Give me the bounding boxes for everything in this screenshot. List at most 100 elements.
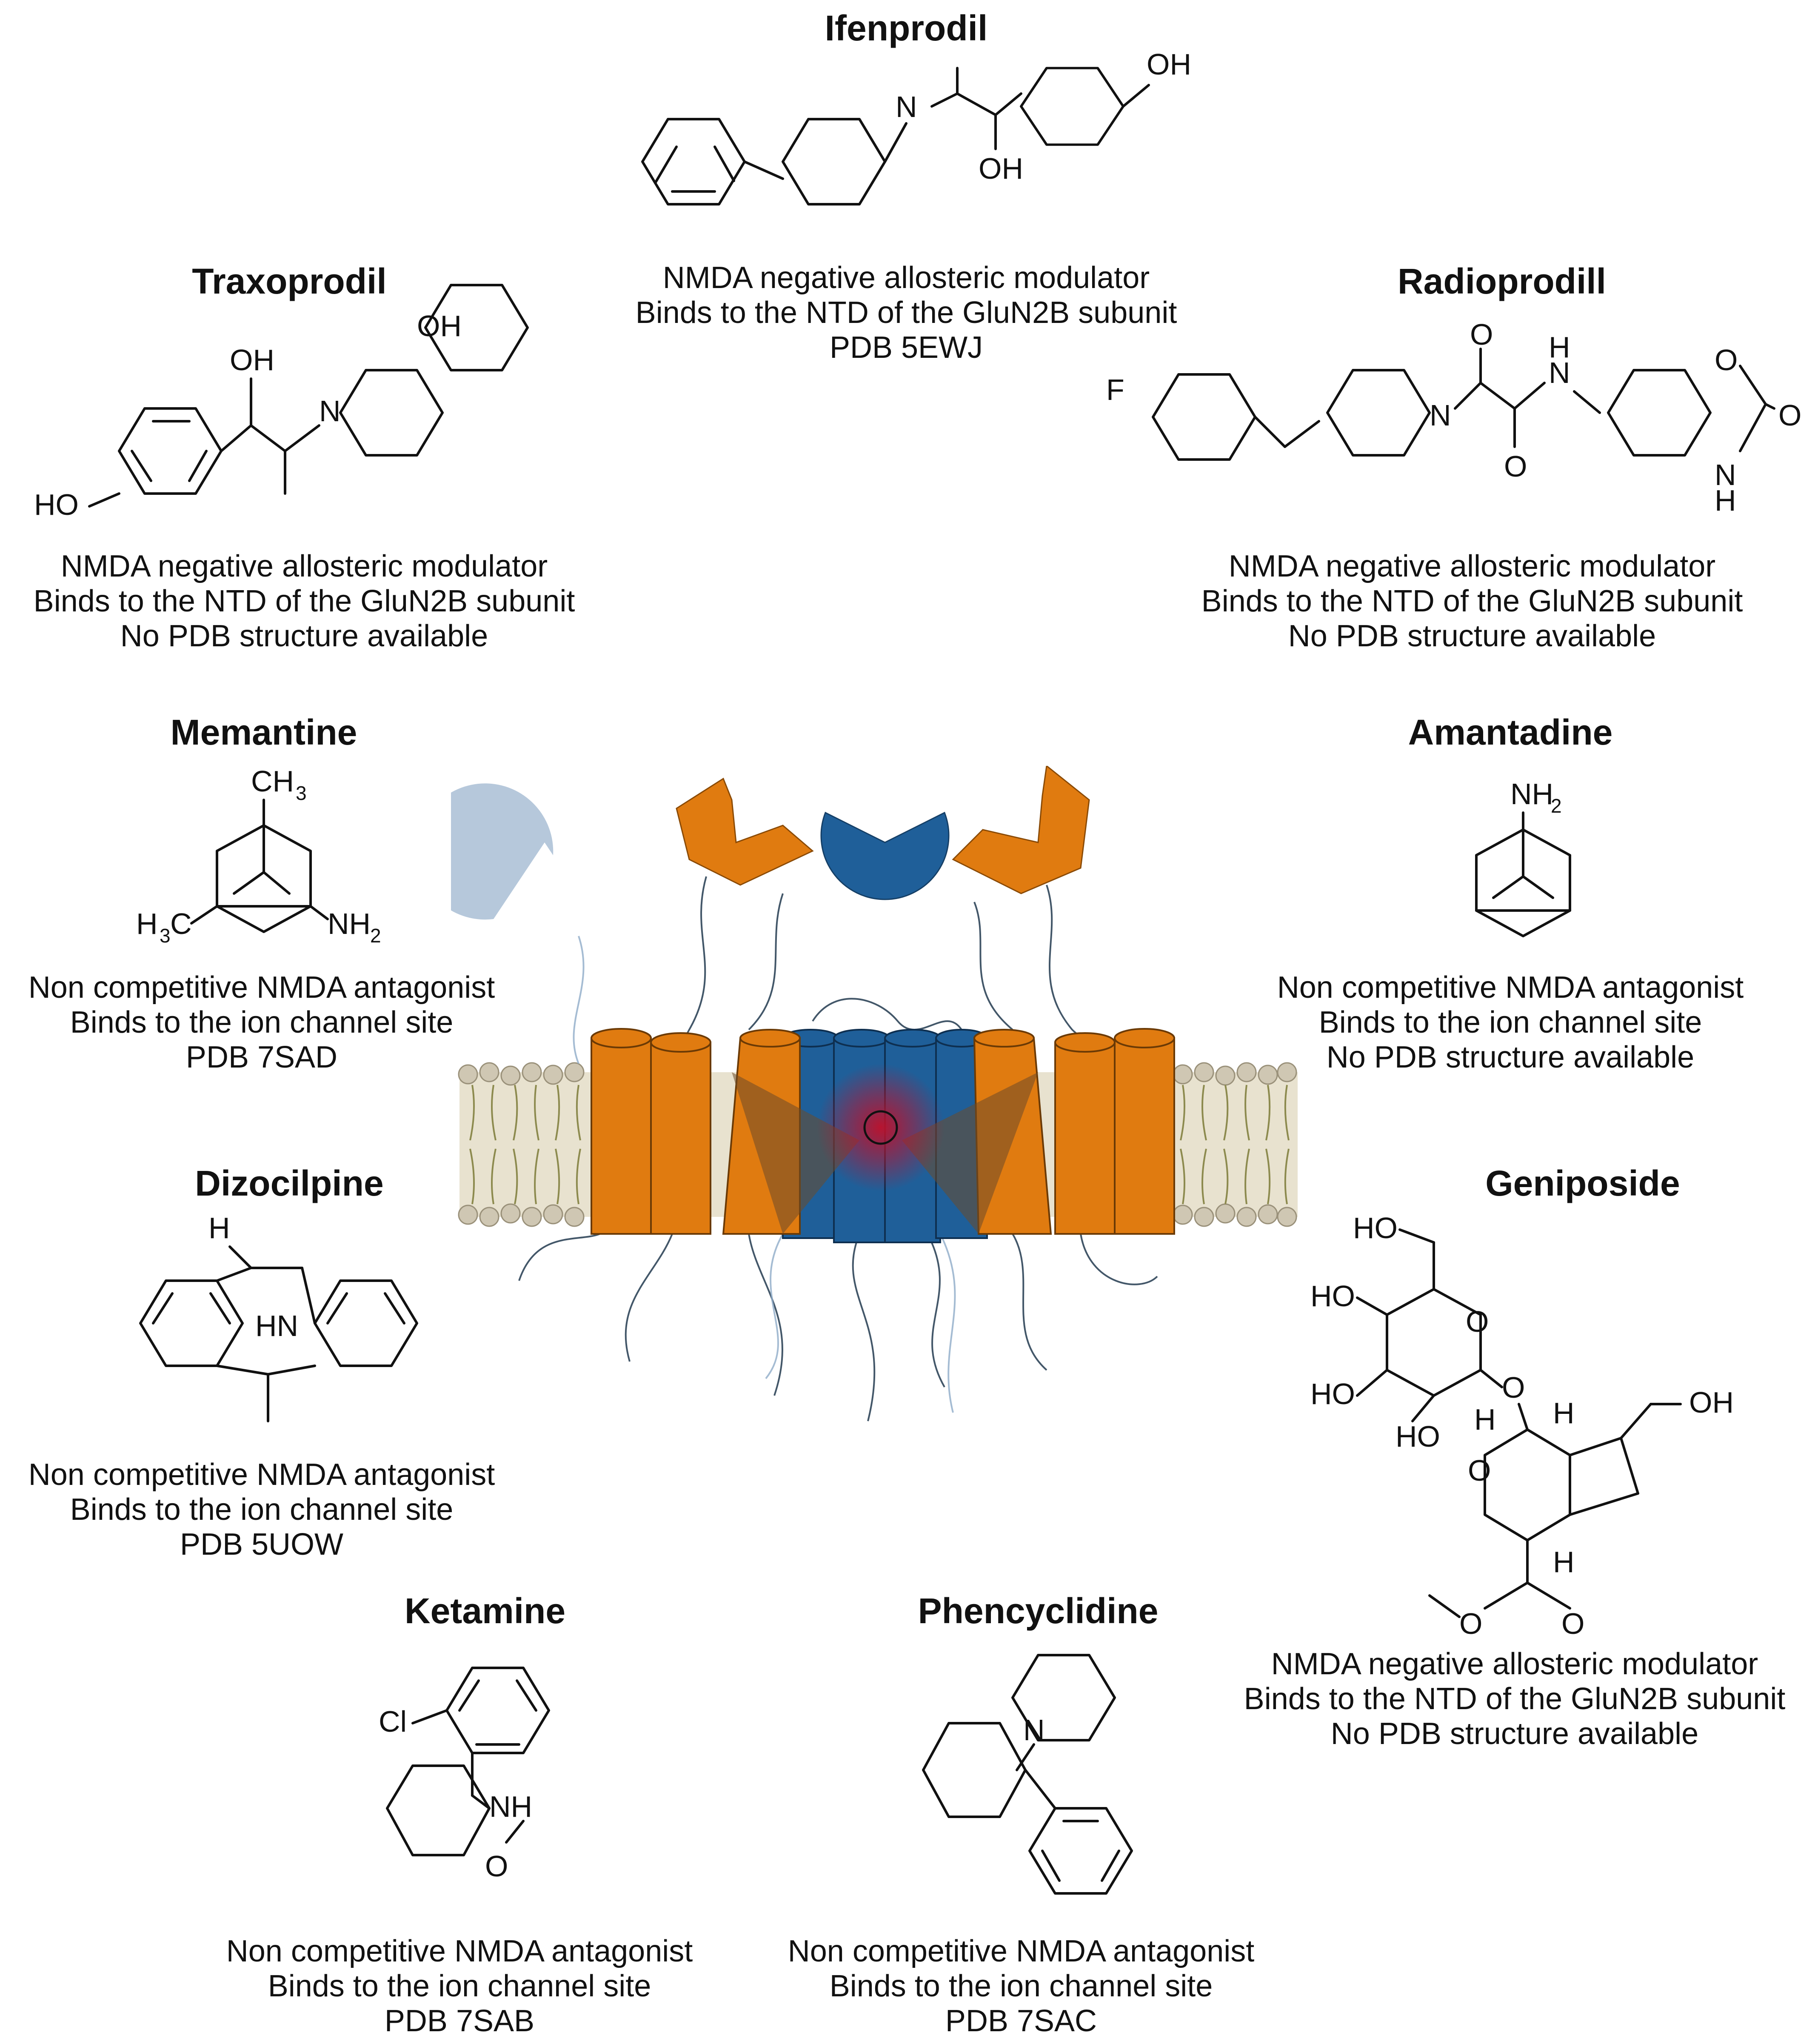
svg-text:O: O bbox=[1470, 323, 1493, 351]
desc-line: Binds to the NTD of the GluN2B subunit bbox=[635, 296, 1177, 330]
compound-name: Traxoprodil bbox=[192, 261, 387, 301]
compound-name: Amantadine bbox=[1408, 712, 1613, 752]
ketamine-structure: Cl NH O bbox=[379, 1667, 550, 1883]
svg-text:OH: OH bbox=[1147, 51, 1191, 81]
desc-line: Binds to the NTD of the GluN2B subunit bbox=[1201, 584, 1743, 618]
dizocilpine-title: Dizocilpine bbox=[140, 1164, 438, 1203]
svg-text:O: O bbox=[1504, 450, 1527, 483]
compound-name: Radioprodill bbox=[1398, 261, 1606, 301]
desc-line: NMDA negative allosteric modulator bbox=[1271, 1647, 1758, 1681]
desc-line: Non competitive NMDA antagonist bbox=[1277, 971, 1744, 1005]
svg-text:HO: HO bbox=[34, 488, 79, 521]
svg-text:O: O bbox=[1468, 1454, 1491, 1487]
svg-text:O: O bbox=[485, 1850, 508, 1883]
compound-name: Geniposide bbox=[1485, 1163, 1680, 1203]
svg-text:H: H bbox=[1553, 1545, 1575, 1579]
svg-text:3: 3 bbox=[296, 782, 307, 804]
svg-text:H: H bbox=[208, 1211, 230, 1245]
ifenprodil-title: Ifenprodil bbox=[779, 9, 1034, 48]
ifenprodil-description: NMDA negative allosteric modulator Binds… bbox=[566, 260, 1247, 365]
phencyclidine-title: Phencyclidine bbox=[889, 1591, 1187, 1631]
desc-line: PDB 7SAD bbox=[185, 1040, 338, 1074]
traxoprodil-title: Traxoprodil bbox=[140, 262, 438, 301]
desc-line: PDB 5UOW bbox=[180, 1527, 344, 1562]
desc-line: NMDA negative allosteric modulator bbox=[662, 261, 1150, 295]
svg-text:HO: HO bbox=[1395, 1420, 1440, 1453]
svg-text:OH: OH bbox=[417, 309, 462, 343]
svg-text:2: 2 bbox=[370, 925, 381, 947]
svg-text:HN: HN bbox=[255, 1309, 298, 1342]
svg-text:NH: NH bbox=[489, 1790, 532, 1823]
memantine-title: Memantine bbox=[115, 713, 413, 752]
compound-name: Ketamine bbox=[404, 1591, 566, 1631]
desc-line: Non competitive NMDA antagonist bbox=[788, 1934, 1255, 1968]
compound-name: Dizocilpine bbox=[195, 1163, 384, 1203]
radioprodill-description: NMDA negative allosteric modulator Binds… bbox=[1174, 549, 1770, 654]
ligand-binding-domain-ghost bbox=[451, 783, 554, 920]
svg-text:F: F bbox=[1106, 373, 1124, 406]
desc-line: Binds to the ion channel site bbox=[70, 1493, 454, 1527]
nmda-receptor-illustration bbox=[451, 766, 1298, 1422]
ifenprodil-structure: N OH OH bbox=[641, 51, 1191, 206]
svg-text:O: O bbox=[1466, 1305, 1489, 1338]
geniposide-title: Geniposide bbox=[1434, 1164, 1732, 1203]
desc-line: Non competitive NMDA antagonist bbox=[226, 1934, 693, 1968]
svg-text:O: O bbox=[1502, 1371, 1525, 1404]
desc-line: Binds to the NTD of the GluN2B subunit bbox=[33, 584, 575, 618]
svg-text:Cl: Cl bbox=[379, 1705, 407, 1738]
amantadine-structure: NH2 bbox=[1475, 779, 1571, 937]
desc-line: No PDB structure available bbox=[1326, 1040, 1695, 1074]
desc-line: No PDB structure available bbox=[1288, 619, 1656, 653]
svg-text:N: N bbox=[1715, 458, 1736, 491]
svg-text:2: 2 bbox=[1551, 795, 1562, 817]
pore-cone-right bbox=[902, 1072, 1038, 1234]
desc-line: Binds to the ion channel site bbox=[1318, 1005, 1702, 1039]
traxoprodil-description: NMDA negative allosteric modulator Binds… bbox=[0, 549, 608, 654]
ketamine-description: Non competitive NMDA antagonist Binds to… bbox=[187, 1934, 732, 2038]
ntd-clamshell-right bbox=[952, 766, 1090, 894]
compound-name: Memantine bbox=[170, 712, 357, 752]
svg-text:N: N bbox=[1430, 399, 1451, 432]
svg-text:NH: NH bbox=[328, 907, 371, 940]
amantadine-description: Non competitive NMDA antagonist Binds to… bbox=[1234, 970, 1787, 1075]
svg-text:CH: CH bbox=[251, 766, 294, 798]
tm-helices-orange bbox=[591, 1028, 1175, 1235]
svg-text:OH: OH bbox=[1689, 1386, 1734, 1419]
svg-text:C: C bbox=[170, 907, 192, 940]
compound-name: Ifenprodil bbox=[825, 8, 988, 48]
svg-text:H: H bbox=[1549, 331, 1570, 364]
desc-line: No PDB structure available bbox=[120, 619, 488, 653]
desc-line: PDB 7SAB bbox=[384, 2004, 535, 2038]
desc-line: Binds to the NTD of the GluN2B subunit bbox=[1244, 1682, 1786, 1716]
desc-line: PDB 5EWJ bbox=[829, 331, 983, 365]
svg-text:N: N bbox=[1549, 356, 1570, 389]
svg-text:N: N bbox=[896, 90, 917, 123]
svg-text:H: H bbox=[1474, 1403, 1496, 1436]
svg-text:N: N bbox=[1023, 1713, 1045, 1747]
svg-text:3: 3 bbox=[160, 925, 171, 947]
svg-text:O: O bbox=[1459, 1607, 1482, 1638]
hydroxyl-label: OH bbox=[979, 152, 1023, 185]
desc-line: NMDA negative allosteric modulator bbox=[1228, 549, 1716, 583]
svg-text:H: H bbox=[136, 907, 158, 940]
desc-line: NMDA negative allosteric modulator bbox=[60, 549, 548, 583]
svg-text:HO: HO bbox=[1353, 1211, 1398, 1245]
ketamine-title: Ketamine bbox=[336, 1591, 634, 1631]
desc-line: Non competitive NMDA antagonist bbox=[28, 1458, 495, 1492]
svg-text:HO: HO bbox=[1310, 1377, 1355, 1410]
desc-line: Binds to the ion channel site bbox=[70, 1005, 454, 1039]
desc-line: No PDB structure available bbox=[1330, 1717, 1699, 1751]
svg-text:N: N bbox=[319, 394, 341, 428]
phencyclidine-description: Non competitive NMDA antagonist Binds to… bbox=[749, 1934, 1293, 2038]
svg-text:H: H bbox=[1715, 484, 1736, 517]
ntd-clamshell-left bbox=[676, 777, 814, 886]
svg-text:OH: OH bbox=[230, 343, 274, 377]
desc-line: Binds to the ion channel site bbox=[268, 1969, 651, 2003]
radioprodill-title: Radioprodill bbox=[1353, 262, 1651, 301]
amantadine-title: Amantadine bbox=[1361, 713, 1659, 752]
phencyclidine-structure: N bbox=[922, 1654, 1133, 1895]
geniposide-description: NMDA negative allosteric modulator Binds… bbox=[1213, 1647, 1815, 1751]
svg-text:H: H bbox=[1553, 1396, 1575, 1430]
